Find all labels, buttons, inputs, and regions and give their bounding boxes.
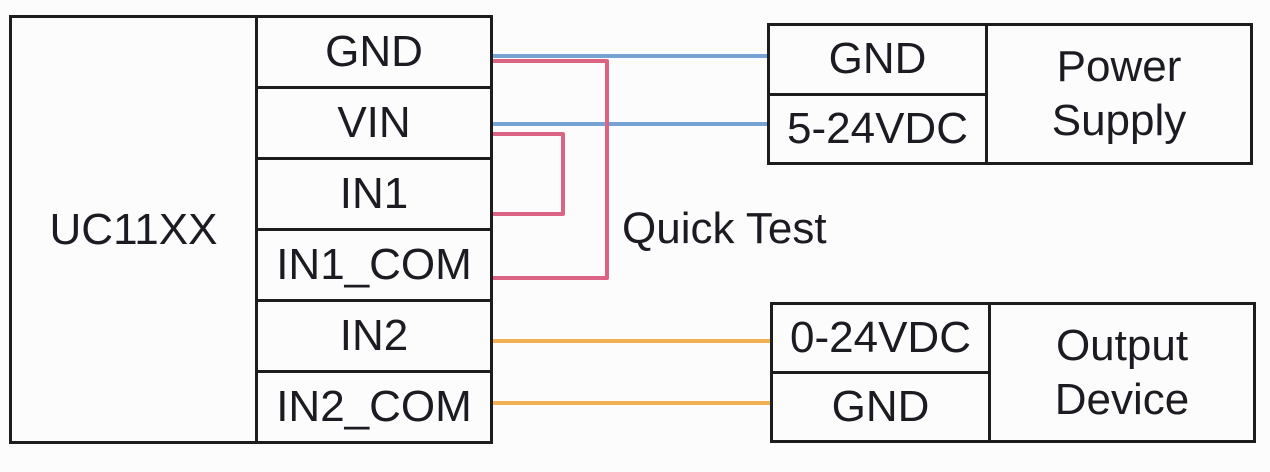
- quick-test-annotation: Quick Test: [622, 204, 827, 253]
- device-title: UC11XX: [12, 18, 258, 441]
- device-pin-column: GND VIN IN1 IN1_COM IN2 IN2_COM: [258, 18, 490, 441]
- device-table: UC11XX GND VIN IN1 IN1_COM IN2 IN2_COM: [9, 15, 493, 444]
- output-device-terminal-gnd: GND: [831, 382, 930, 431]
- output-device-terminal-column: 0-24VDC GND: [773, 305, 991, 440]
- power-supply-label-line1: Power: [1056, 42, 1182, 91]
- output-device-label: Output Device: [991, 305, 1253, 440]
- pin-in1: IN1: [258, 160, 490, 231]
- quick-test-vin-to-in1-wire: [493, 132, 565, 216]
- power-supply-label-line2: Supply: [1051, 96, 1187, 145]
- quick-test-gnd-to-in1com-wire: [493, 59, 609, 280]
- output-device-table: 0-24VDC GND Output Device: [770, 302, 1256, 443]
- pin-vin: VIN: [258, 89, 490, 160]
- pin-in2-com: IN2_COM: [276, 382, 472, 431]
- output-device-terminal-voltage: 0-24VDC: [773, 305, 988, 374]
- pin-gnd: GND: [258, 18, 490, 89]
- pin-in2: IN2: [258, 302, 490, 373]
- power-supply-terminal-gnd: GND: [770, 26, 985, 96]
- power-supply-label: Power Supply: [988, 26, 1250, 162]
- power-supply-table: GND 5-24VDC Power Supply: [767, 23, 1253, 165]
- output-device-label-line2: Device: [1054, 374, 1190, 424]
- power-supply-terminal-voltage: 5-24VDC: [787, 103, 968, 153]
- output-device-label-line1: Output: [1055, 320, 1189, 370]
- pin-in1-com: IN1_COM: [258, 231, 490, 302]
- power-supply-terminal-column: GND 5-24VDC: [770, 26, 988, 162]
